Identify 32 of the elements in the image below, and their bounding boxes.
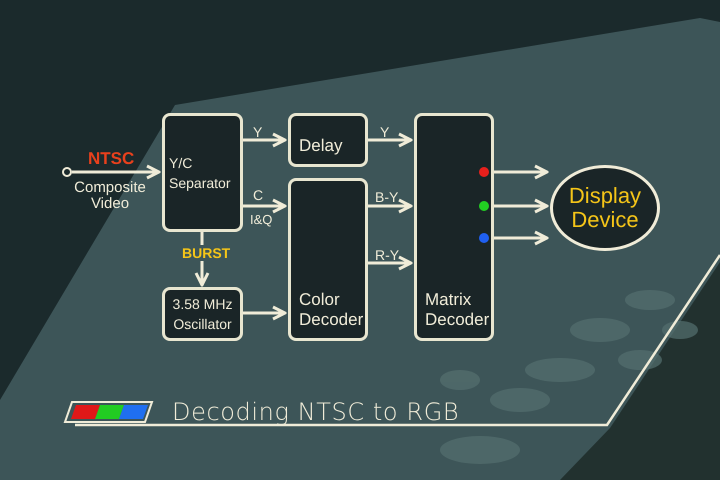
arrow bbox=[494, 230, 548, 246]
block-box bbox=[162, 287, 243, 341]
edge-label: R-Y bbox=[375, 246, 400, 265]
edge-label: BURST bbox=[180, 245, 232, 261]
arrow bbox=[494, 164, 548, 180]
signal-name: NTSC bbox=[88, 148, 134, 170]
signal-note: I&Q bbox=[250, 211, 272, 229]
block-label: Color Decoder bbox=[299, 290, 364, 330]
block-label: Matrix Decoder bbox=[425, 290, 490, 330]
arrow bbox=[368, 256, 412, 270]
block-box bbox=[414, 113, 494, 341]
edge-label: Y bbox=[253, 123, 262, 142]
edge-label: B-Y bbox=[375, 188, 398, 207]
arrow bbox=[243, 306, 286, 320]
diagram-title: Decoding NTSC to RGB bbox=[172, 397, 460, 428]
arrow bbox=[243, 132, 286, 148]
arrow bbox=[243, 198, 286, 214]
edge-label: C bbox=[253, 186, 264, 205]
block-label: Delay bbox=[299, 136, 342, 156]
arrow bbox=[72, 164, 160, 180]
arrow bbox=[368, 132, 412, 148]
block-box bbox=[288, 113, 368, 167]
edge-label: Y bbox=[380, 123, 390, 142]
block-label: Y/C Separator bbox=[169, 154, 232, 192]
signal-description: Composite Video bbox=[73, 180, 147, 212]
block-label: Display Device bbox=[568, 184, 642, 232]
block-label: 3.58 MHz Oscillator bbox=[172, 295, 234, 334]
arrow bbox=[368, 198, 412, 214]
block-box bbox=[162, 113, 243, 232]
arrow bbox=[494, 198, 548, 214]
input-terminal bbox=[62, 167, 72, 177]
block-box bbox=[288, 178, 368, 341]
